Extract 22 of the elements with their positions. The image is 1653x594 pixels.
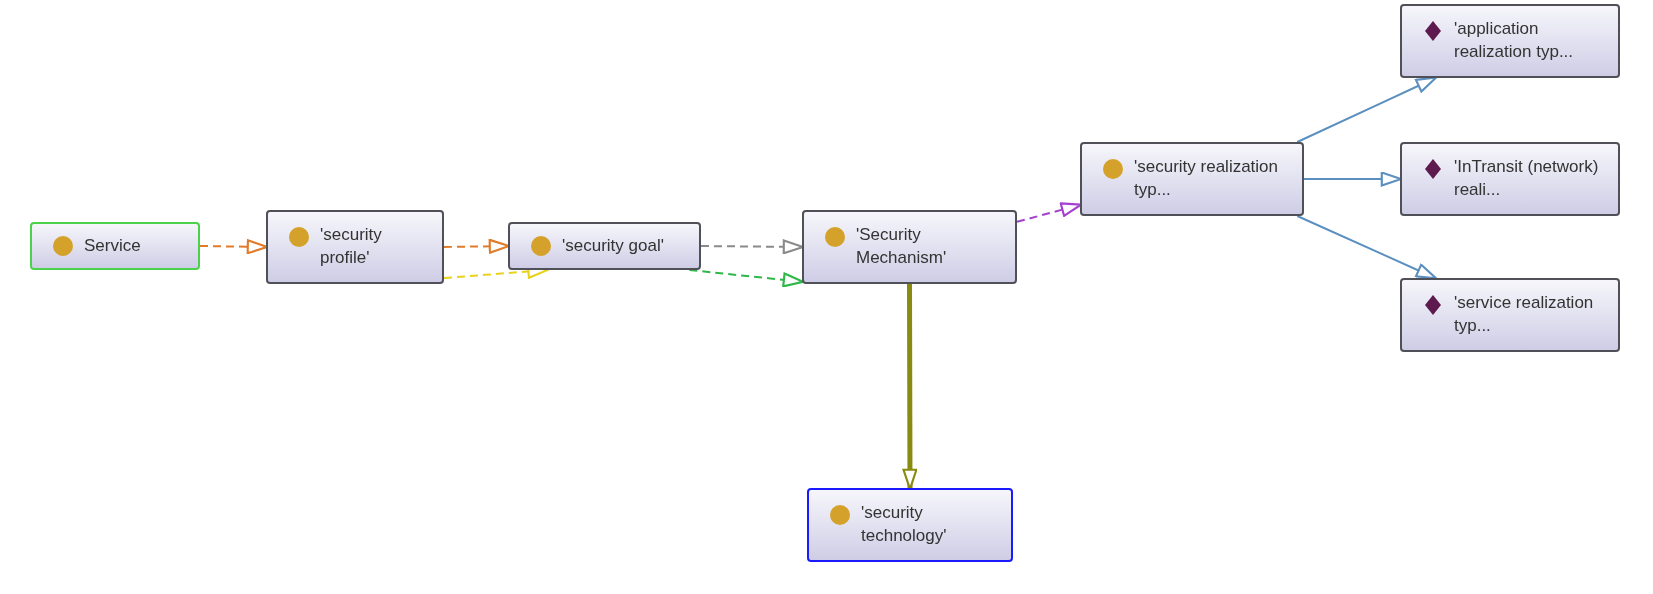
arrow: [902, 284, 918, 491]
class-name: 'security technology': [861, 502, 948, 547]
arrow: [688, 269, 805, 288]
class-box: [1400, 4, 1620, 78]
class-name: 'InTransit (network) reali...: [1454, 156, 1599, 201]
class-box: [1400, 278, 1620, 352]
class-name: 'Security Mechanism': [856, 224, 948, 269]
class-box: [266, 210, 444, 284]
class-box: [30, 222, 200, 270]
arrow: [1296, 76, 1438, 143]
arrow: [1296, 215, 1438, 280]
class-box: [807, 488, 1013, 562]
class-box: [802, 210, 1017, 284]
class-name: 'application realization typ...: [1454, 18, 1575, 63]
class-name: 'security realization typ...: [1134, 156, 1279, 201]
class-box: [1080, 142, 1304, 216]
class-box: [508, 222, 701, 270]
class-name: 'security profile': [320, 224, 383, 269]
class-name: 'service realization typ...: [1454, 292, 1595, 337]
class-name: Service: [84, 234, 141, 257]
class-name: 'security goal': [562, 234, 664, 257]
class-box: [1400, 142, 1620, 216]
